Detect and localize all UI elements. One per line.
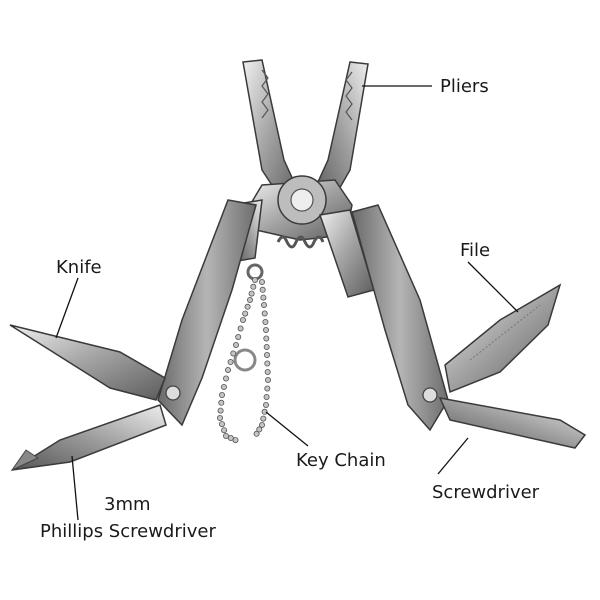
chain-bead	[251, 276, 258, 283]
chain-bead	[263, 393, 270, 400]
leader-lines	[55, 85, 519, 521]
file-blade	[444, 283, 562, 394]
chain-bead	[222, 375, 229, 382]
chain-bead	[262, 401, 269, 408]
knife-blade	[9, 324, 166, 401]
chain-bead	[263, 343, 270, 350]
chain-bead	[218, 421, 225, 428]
chain-bead	[227, 358, 234, 365]
label-knife: Knife	[56, 257, 102, 278]
chain-bead	[264, 376, 271, 383]
chain-bead	[264, 368, 271, 375]
label-phillips-size: 3mm	[104, 494, 151, 515]
chain-bead	[244, 303, 251, 310]
chain-bead	[217, 407, 224, 414]
chain-bead	[242, 310, 249, 317]
chain-bead	[264, 360, 271, 367]
chain-bead	[239, 316, 246, 323]
chain-bead	[230, 350, 237, 357]
chain-bead	[218, 399, 225, 406]
chain-bead	[232, 341, 239, 348]
label-screwdriver: Screwdriver	[432, 482, 540, 503]
key-chain	[216, 263, 271, 444]
chain-bead	[263, 351, 270, 358]
chain-bead	[261, 310, 268, 317]
label-phillips-screwdriver: Phillips Screwdriver	[40, 521, 216, 542]
pliers-pivot	[249, 175, 353, 241]
chain-bead	[237, 325, 244, 332]
chain-bead	[253, 430, 260, 437]
phillips-screwdriver-bit	[10, 404, 167, 472]
left-handle	[157, 199, 257, 427]
chain-bead	[232, 437, 239, 444]
chain-bead	[220, 383, 227, 390]
chain-bead	[216, 414, 223, 421]
chain-bead	[224, 366, 231, 373]
chain-bead	[248, 290, 255, 297]
chain-bead	[262, 318, 269, 325]
pliers-jaws	[242, 59, 369, 207]
chain-bead	[261, 408, 268, 415]
chain-bead	[264, 385, 271, 392]
chain-bead	[235, 333, 242, 340]
chain-bead	[262, 326, 269, 333]
flat-screwdriver-blade	[438, 397, 587, 449]
chain-bead	[260, 301, 267, 308]
chain-bead	[263, 335, 270, 342]
spring	[276, 235, 325, 249]
label-pliers: Pliers	[440, 76, 489, 97]
chain-bead	[221, 427, 228, 434]
chain-bead	[250, 283, 257, 290]
chain-bead	[258, 278, 265, 285]
chain-bead	[260, 415, 267, 422]
chain-bead	[260, 294, 267, 301]
label-key-chain: Key Chain	[296, 450, 386, 471]
right-handle	[351, 204, 449, 432]
chain-bead	[259, 286, 266, 293]
chain-bead	[246, 296, 253, 303]
chain-bead	[258, 421, 265, 428]
chain-bead	[218, 391, 225, 398]
chain-bead	[256, 426, 263, 433]
label-file: File	[460, 240, 490, 261]
